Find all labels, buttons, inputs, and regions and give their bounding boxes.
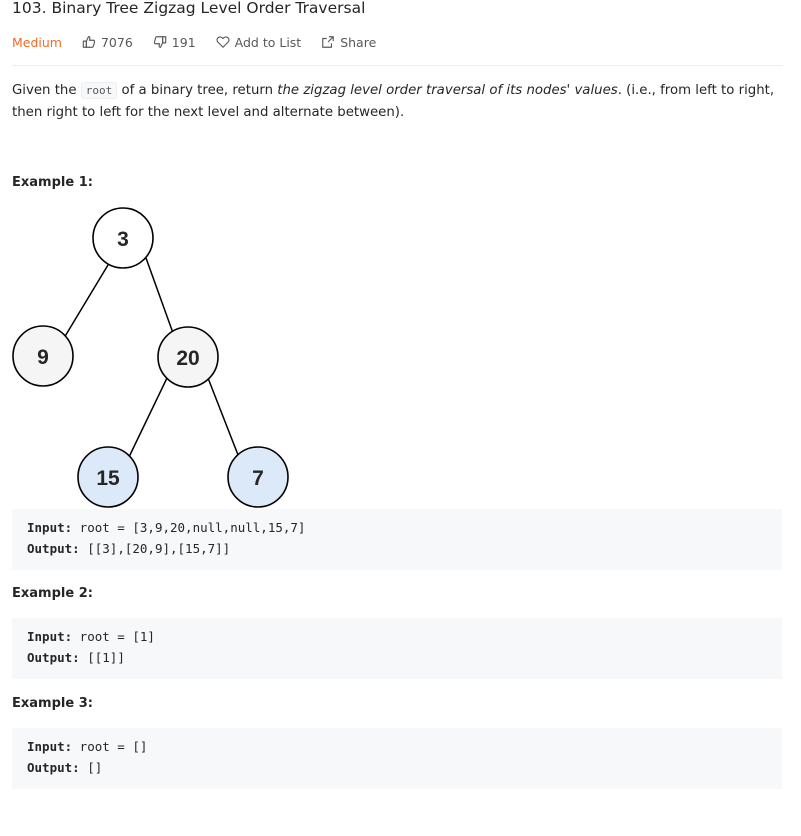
input-key: Input: bbox=[27, 739, 73, 754]
tree-node-circle bbox=[77, 446, 139, 508]
difficulty-badge: Medium bbox=[12, 34, 62, 50]
input-key: Input: bbox=[27, 629, 73, 644]
input-value: root = [] bbox=[72, 739, 148, 754]
like-button[interactable]: 7076 bbox=[82, 35, 133, 50]
tree-node-circle bbox=[12, 325, 74, 387]
thumbs-down-icon bbox=[153, 36, 167, 48]
add-to-list-button[interactable]: Add to List bbox=[216, 34, 302, 50]
example-2-code: Input: root = [1] Output: [[1]] bbox=[12, 618, 782, 679]
problem-description: Given the root of a binary tree, return … bbox=[12, 80, 787, 124]
input-value: root = [3,9,20,null,null,15,7] bbox=[72, 520, 306, 535]
dislike-button[interactable]: 191 bbox=[153, 35, 196, 50]
tree-edge bbox=[145, 257, 174, 334]
description-text: . (i.e., from left to right, then right … bbox=[12, 83, 775, 120]
description-text: Given the bbox=[12, 83, 81, 98]
share-button[interactable]: Share bbox=[321, 35, 376, 50]
tree-edge bbox=[207, 377, 241, 461]
tree-edge bbox=[63, 259, 112, 339]
example-1-code: Input: root = [3,9,20,null,null,15,7] Ou… bbox=[12, 509, 782, 570]
example-3-label: Example 3: bbox=[12, 696, 93, 711]
output-value: [[3],[20,9],[15,7]] bbox=[79, 540, 231, 556]
share-icon bbox=[322, 36, 335, 48]
header-divider bbox=[12, 65, 783, 66]
output-key: Output: bbox=[27, 759, 80, 775]
tree-node-circle bbox=[92, 207, 154, 269]
output-value: [[1]] bbox=[79, 649, 125, 665]
input-key: Input: bbox=[27, 520, 73, 535]
tree-node-circle bbox=[157, 326, 219, 388]
inline-code-root: root bbox=[80, 82, 118, 99]
dislike-count: 191 bbox=[171, 34, 196, 50]
output-key: Output: bbox=[27, 649, 80, 665]
output-value: [] bbox=[79, 759, 103, 775]
input-value: root = [1] bbox=[72, 629, 155, 644]
like-count: 7076 bbox=[100, 34, 133, 50]
tree-node-circle bbox=[227, 446, 289, 508]
example-1-tree-diagram: 3 9 20 15 7 bbox=[12, 207, 289, 508]
tree-node-label: 3 bbox=[117, 228, 129, 251]
share-label: Share bbox=[340, 34, 377, 50]
tree-node-label: 15 bbox=[96, 467, 120, 490]
tree-node-label: 20 bbox=[176, 347, 199, 370]
example-1-label: Example 1: bbox=[12, 175, 93, 190]
example-3-code: Input: root = [] Output: [] bbox=[12, 728, 782, 789]
description-text: of a binary tree, return bbox=[117, 83, 278, 98]
output-key: Output: bbox=[27, 540, 80, 556]
tree-node-label: 9 bbox=[37, 346, 49, 369]
description-emphasis: the zigzag level order traversal of its … bbox=[277, 83, 618, 98]
tree-edge bbox=[128, 377, 168, 458]
add-to-list-label: Add to List bbox=[234, 34, 302, 50]
heart-icon bbox=[216, 36, 230, 48]
thumbs-up-icon bbox=[82, 36, 96, 48]
example-2-label: Example 2: bbox=[12, 586, 93, 601]
problem-title: 103. Binary Tree Zigzag Level Order Trav… bbox=[12, 0, 366, 17]
problem-meta-bar: Medium 7076 191 Add to List bbox=[12, 32, 396, 52]
tree-node-label: 7 bbox=[252, 467, 264, 490]
